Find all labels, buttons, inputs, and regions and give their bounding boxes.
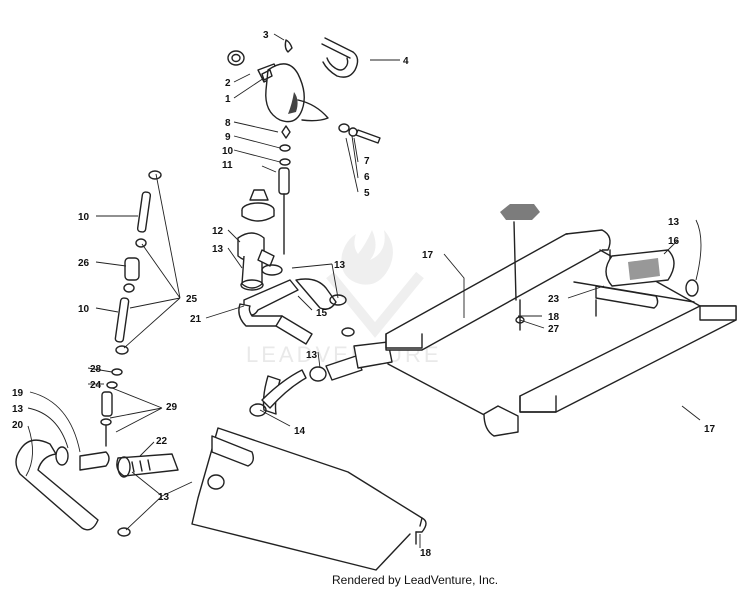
callout-18-lower: 18 [420,548,432,559]
callout-18-upper: 18 [548,312,560,323]
callout-19: 19 [12,388,24,399]
callout-12: 12 [212,226,224,237]
part-8-9-10-fittings [278,125,291,255]
callout-13-bottom: 13 [158,492,170,503]
callout-7: 7 [364,156,370,167]
callout-17-upper: 17 [422,250,434,261]
callout-13-left: 13 [12,404,24,415]
part-16-23-27 [515,249,699,331]
callout-13-hose: 13 [334,260,346,271]
part-5-6-7-bolt [338,123,381,144]
callout-16: 16 [668,236,680,247]
callout-8: 8 [225,118,231,129]
part-11-filler-cap [241,189,275,222]
callout-13-right: 13 [668,217,680,228]
callout-22: 22 [156,436,168,447]
callout-2: 2 [225,78,231,89]
callout-11: 11 [222,160,233,171]
callout-10-upper-left: 10 [78,212,90,223]
callout-9: 9 [225,132,231,143]
callout-labels: 3 4 2 1 8 9 10 11 7 6 5 10 26 10 25 12 1… [12,30,716,559]
callout-10-top: 10 [222,146,234,157]
part-1-2-primer [227,50,329,123]
callout-25: 25 [186,294,198,305]
callout-24: 24 [90,380,102,391]
part-21-15-hoses [238,264,355,345]
callout-1: 1 [225,94,231,105]
part-17-frame-rails [385,229,737,437]
callout-4: 4 [403,56,409,67]
callout-14: 14 [294,426,306,437]
callout-21: 21 [190,314,202,325]
callout-23: 23 [548,294,560,305]
callout-5: 5 [364,188,370,199]
part-19-20-22-lower-hoses [15,439,225,537]
callout-6: 6 [364,172,370,183]
callout-17-lower: 17 [704,424,716,435]
callout-10-lower-left: 10 [78,304,90,315]
part-18-upper-tag [500,204,540,301]
part-3-4-fuel-line [284,37,359,78]
callout-29: 29 [166,402,178,413]
callout-3: 3 [263,30,269,41]
callout-20: 20 [12,420,24,431]
callout-13-center: 13 [306,350,318,361]
part-12-tee-fitting [237,232,275,291]
callout-15: 15 [316,308,328,319]
leader-lines [25,33,702,548]
callout-27: 27 [548,324,560,335]
left-vent-line-assembly [100,170,162,447]
part-14-hose [249,341,393,417]
part-18-lower-panel [191,427,427,571]
callout-13-tee: 13 [212,244,224,255]
callout-26: 26 [78,258,90,269]
callout-28: 28 [90,364,102,375]
footer-credit: Rendered by LeadVenture, Inc. [332,573,499,587]
